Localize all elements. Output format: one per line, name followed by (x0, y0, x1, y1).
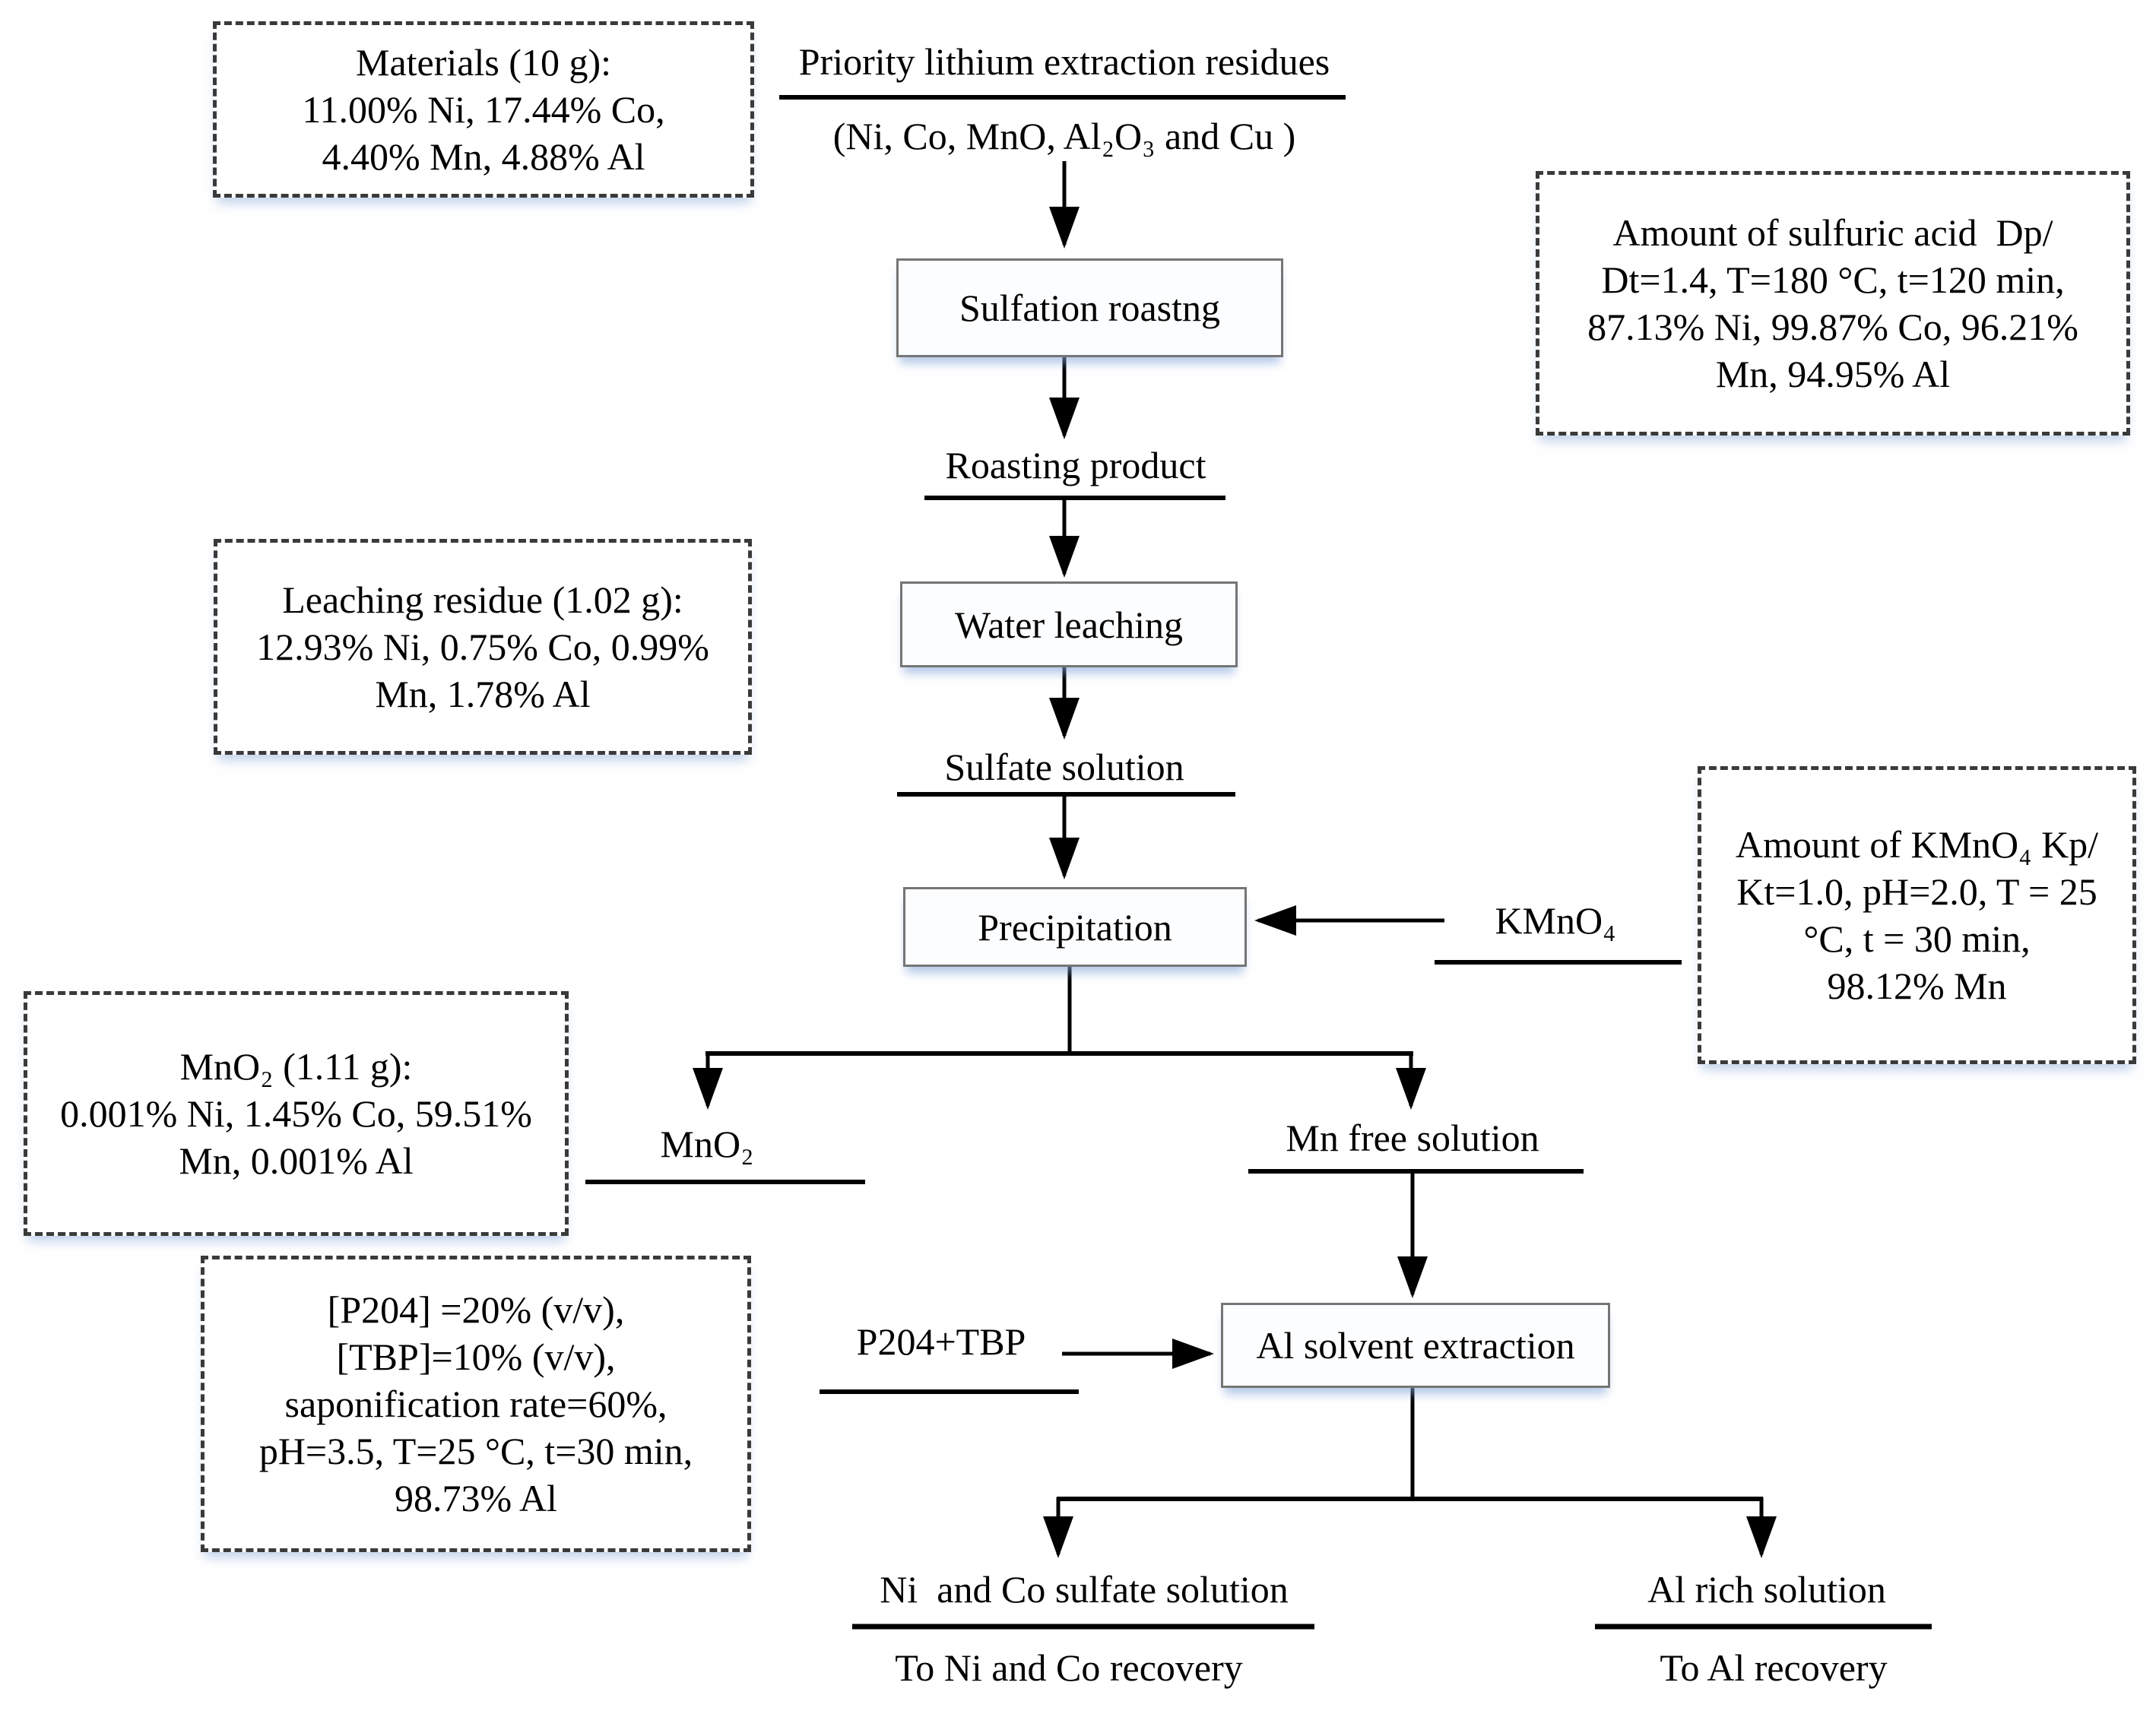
process-box-al-extraction-label: Al solvent extraction (1256, 1324, 1575, 1367)
annotation-p204-conditions-line: [TBP]=10% (v/v), (336, 1335, 616, 1378)
annotation-leaching-residue-line: Leaching residue (1.02 g): (282, 578, 683, 621)
stream-label-mno2: MnO₂ (660, 1123, 754, 1165)
process-box-al-extraction: Al solvent extraction (1221, 1303, 1610, 1388)
annotation-leaching-residue-line: Mn, 1.78% Al (375, 673, 591, 715)
annotation-kmno4-amount-line: Kt=1.0, pH=2.0, T = 25 (1736, 870, 2097, 913)
annotation-sulfuric-acid-line: Mn, 94.95% Al (1715, 353, 1951, 395)
annotation-materials-line: 4.40% Mn, 4.88% Al (322, 135, 645, 178)
output-label-to-al-recovery: To Al recovery (1660, 1646, 1888, 1689)
page-title: Priority lithium extraction residues (798, 40, 1330, 83)
output-label-ni-co-sulfate: Ni and Co sulfate solution (880, 1568, 1289, 1611)
stream-label-kmno4: KMnO₄ (1495, 899, 1616, 942)
annotation-materials-line: 11.00% Ni, 17.44% Co, (302, 88, 665, 131)
annotation-sulfuric-acid: Amount of sulfuric acid Dp/ Dt=1.4, T=18… (1536, 171, 2130, 436)
annotation-kmno4-amount-line: 98.12% Mn (1827, 965, 2007, 1007)
annotation-kmno4-amount-line: °C, t = 30 min, (1803, 917, 2031, 960)
annotation-mno2-product-line: 0.001% Ni, 1.45% Co, 59.51% (60, 1092, 532, 1135)
stream-label-p204-tbp: P204+TBP (856, 1320, 1026, 1363)
annotation-sulfuric-acid-line: Amount of sulfuric acid Dp/ (1612, 211, 2053, 254)
process-box-precipitation: Precipitation (903, 887, 1247, 967)
annotation-kmno4-amount: Amount of KMnO₄ Kp/ Kt=1.0, pH=2.0, T = … (1698, 766, 2136, 1064)
process-box-sulfation-label: Sulfation roastng (959, 287, 1221, 329)
annotation-p204-conditions-line: [P204] =20% (v/v), (327, 1288, 625, 1331)
annotation-p204-conditions-line: saponification rate=60%, (284, 1383, 667, 1425)
annotation-kmno4-amount-line: Amount of KMnO₄ Kp/ (1735, 823, 2099, 866)
process-box-precipitation-label: Precipitation (978, 905, 1172, 949)
process-box-sulfation: Sulfation roastng (896, 258, 1283, 357)
annotation-sulfuric-acid-line: 87.13% Ni, 99.87% Co, 96.21% (1587, 306, 2078, 348)
annotation-p204-conditions: [P204] =20% (v/v), [TBP]=10% (v/v), sapo… (201, 1256, 751, 1552)
annotation-p204-conditions-line: pH=3.5, T=25 °C, t=30 min, (258, 1430, 693, 1472)
annotation-mno2-product: MnO₂ (1.11 g): 0.001% Ni, 1.45% Co, 59.5… (24, 991, 569, 1236)
stream-label-mn-free-solution: Mn free solution (1286, 1117, 1539, 1159)
annotation-materials-line: Materials (10 g): (355, 41, 611, 84)
annotation-leaching-residue: Leaching residue (1.02 g): 12.93% Ni, 0.… (214, 539, 752, 755)
annotation-p204-conditions-line: 98.73% Al (395, 1477, 557, 1519)
page-subtitle: (Ni, Co, MnO, Al₂O₃ and Cu ) (832, 115, 1296, 157)
annotation-mno2-product-line: MnO₂ (1.11 g): (179, 1045, 413, 1088)
output-label-to-ni-co-recovery: To Ni and Co recovery (895, 1646, 1243, 1689)
annotation-leaching-residue-line: 12.93% Ni, 0.75% Co, 0.99% (256, 626, 709, 668)
process-box-water-leaching: Water leaching (900, 581, 1238, 667)
stream-label-roasting-product: Roasting product (945, 444, 1206, 486)
process-box-water-leaching-label: Water leaching (955, 603, 1183, 646)
annotation-sulfuric-acid-line: Dt=1.4, T=180 °C, t=120 min, (1601, 258, 2065, 301)
annotation-mno2-product-line: Mn, 0.001% Al (179, 1139, 414, 1182)
stream-label-sulfate-solution: Sulfate solution (944, 746, 1184, 788)
output-label-al-rich: Al rich solution (1647, 1568, 1886, 1611)
annotation-materials: Materials (10 g): 11.00% Ni, 17.44% Co, … (213, 21, 754, 198)
